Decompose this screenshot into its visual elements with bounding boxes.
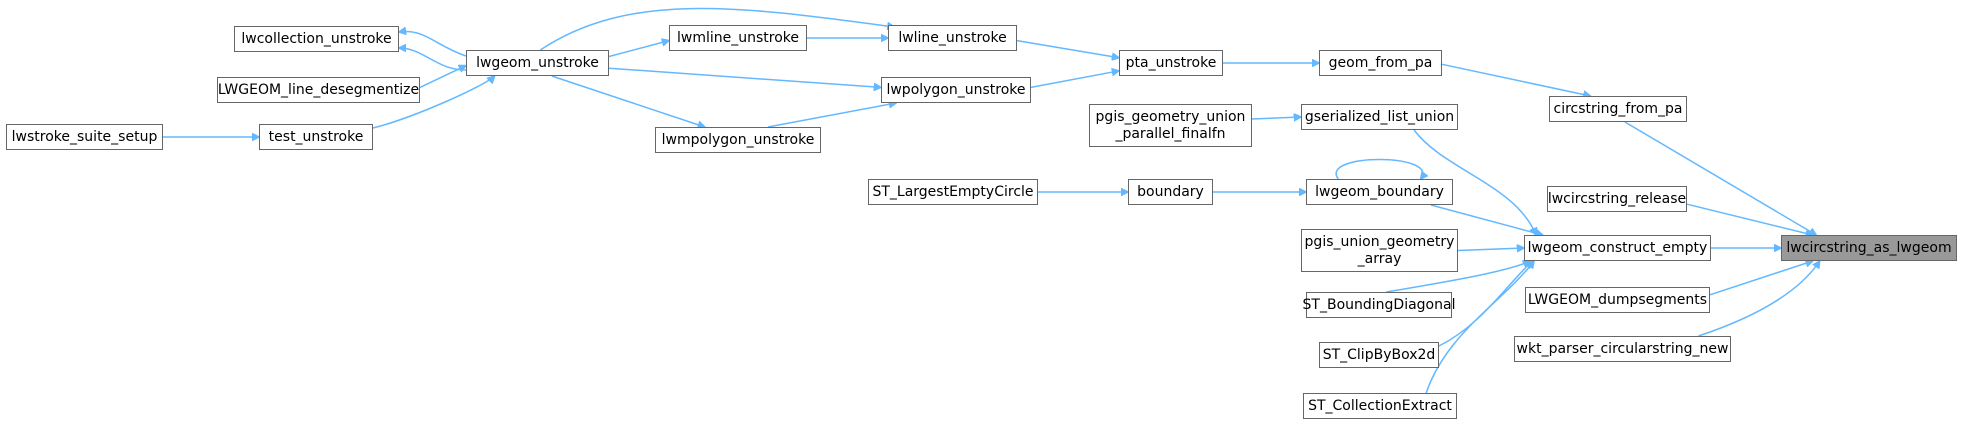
node-label-line: _array [1357, 250, 1402, 267]
edge-lwmpolygon-unstroke-to-lwpolygon-unstroke [767, 103, 896, 128]
node-label-line: ST_CollectionExtract [1308, 397, 1452, 414]
node-st-largestemptycircle[interactable]: ST_LargestEmptyCircle [868, 179, 1038, 205]
node-label-line: lwcollection_unstroke [241, 30, 392, 47]
node-label-line: LWGEOM_dumpsegments [1527, 291, 1708, 308]
edge-lwcollection-unstroke-to-lwgeom-unstroke [399, 31, 467, 57]
node-test-unstroke[interactable]: test_unstroke [259, 124, 373, 150]
node-gserialized-list-union[interactable]: gserialized_list_union [1301, 104, 1458, 130]
edge-lwgeom-unstroke-to-lwline-unstroke [539, 7, 894, 51]
node-lwmline-unstroke[interactable]: lwmline_unstroke [669, 25, 807, 51]
node-label-line: pgis_union_geometry [1304, 233, 1455, 250]
node-label-line: boundary [1137, 183, 1204, 200]
node-boundary[interactable]: boundary [1128, 179, 1213, 205]
edge-lwgeom-boundary-to-lwgeom-construct-empty [1430, 204, 1543, 235]
node-geom-from-pa[interactable]: geom_from_pa [1319, 50, 1442, 76]
edge-lwgeom-unstroke-to-lwmpolygon-unstroke [551, 75, 705, 127]
node-label-line: lwpolygon_unstroke [886, 81, 1026, 98]
node-lwgeom-dumpsegments[interactable]: LWGEOM_dumpsegments [1525, 287, 1710, 313]
edge-pgis-geometry-union-parallel-finalfn-to-gserialized-list-union [1251, 117, 1301, 119]
edge-lwgeom-line-desegmentize-to-lwgeom-unstroke [419, 66, 466, 89]
node-label-line: lwline_unstroke [898, 29, 1007, 46]
node-circstring-from-pa[interactable]: circstring_from_pa [1549, 96, 1687, 122]
node-lwgeom-construct-empty[interactable]: lwgeom_construct_empty [1524, 235, 1711, 261]
node-label-line: geom_from_pa [1328, 54, 1433, 71]
edge-lwpolygon-unstroke-to-pta-unstroke [1030, 71, 1119, 89]
edge-circstring-from-pa-to-lwcircstring-as-lwgeom [1624, 121, 1816, 235]
edge-gserialized-list-union-to-lwgeom-construct-empty [1413, 129, 1536, 235]
node-label-line: ST_LargestEmptyCircle [872, 183, 1034, 200]
node-lwgeom-unstroke[interactable]: lwgeom_unstroke [466, 50, 609, 76]
node-label-line: lwmline_unstroke [676, 29, 799, 46]
node-st-clipbybox2d[interactable]: ST_ClipByBox2d [1319, 342, 1439, 368]
edge-geom-from-pa-to-circstring-from-pa [1441, 63, 1590, 96]
node-label-line: wkt_parser_circularstring_new [1516, 340, 1729, 357]
edge-wkt-parser-circularstring-new-to-lwcircstring-as-lwgeom [1698, 261, 1819, 337]
node-lwpolygon-unstroke[interactable]: lwpolygon_unstroke [881, 77, 1031, 103]
node-label-line: test_unstroke [268, 128, 364, 145]
edge-st-boundingdiagonal-to-lwgeom-construct-empty [1386, 261, 1530, 293]
node-label-line: lwgeom_unstroke [476, 54, 599, 71]
node-lwgeom-line-desegmentize[interactable]: LWGEOM_line_desegmentize [217, 77, 420, 103]
node-label-line: pgis_geometry_union [1095, 108, 1246, 125]
node-lwcircstring-as-lwgeom: lwcircstring_as_lwgeom [1781, 235, 1957, 261]
edge-lwgeom-unstroke-to-lwmline-unstroke [608, 41, 669, 58]
node-pgis-union-geometry-array[interactable]: pgis_union_geometry_array [1301, 229, 1458, 272]
edge-lwgeom-boundary-to-lwgeom-boundary [1335, 158, 1423, 180]
edge-lwcircstring-release-to-lwcircstring-as-lwgeom [1686, 203, 1813, 235]
node-label-line: lwstroke_suite_setup [11, 128, 158, 145]
node-label-line: _parallel_finalfn [1115, 125, 1226, 142]
node-label-line: lwmpolygon_unstroke [661, 131, 815, 148]
node-label-line: ST_ClipByBox2d [1322, 346, 1436, 363]
node-lwmpolygon-unstroke[interactable]: lwmpolygon_unstroke [655, 127, 821, 153]
node-lwline-unstroke[interactable]: lwline_unstroke [888, 25, 1017, 51]
node-lwstroke-suite-setup[interactable]: lwstroke_suite_setup [6, 124, 163, 150]
node-label-line: pta_unstroke [1125, 54, 1217, 71]
edge-lwgeom-unstroke-to-lwpolygon-unstroke [608, 67, 881, 87]
node-label-line: lwcircstring_release [1547, 190, 1687, 207]
node-wkt-parser-circularstring-new[interactable]: wkt_parser_circularstring_new [1514, 336, 1731, 362]
edge-pgis-union-geometry-array-to-lwgeom-construct-empty [1457, 248, 1524, 251]
node-label-line: LWGEOM_line_desegmentize [217, 81, 420, 98]
node-label-line: lwgeom_boundary [1315, 183, 1444, 200]
edge-lwline-unstroke-to-pta-unstroke [1016, 39, 1119, 58]
node-lwgeom-boundary[interactable]: lwgeom_boundary [1306, 179, 1453, 205]
node-lwcollection-unstroke[interactable]: lwcollection_unstroke [234, 26, 399, 52]
node-label-line: gserialized_list_union [1304, 108, 1455, 125]
node-pgis-geometry-union-parallel-finalfn[interactable]: pgis_geometry_union_parallel_finalfn [1089, 104, 1252, 147]
node-label-line: circstring_from_pa [1553, 100, 1683, 117]
node-lwcircstring-release[interactable]: lwcircstring_release [1547, 186, 1687, 212]
edge-st-collectionextract-to-lwgeom-construct-empty [1425, 261, 1534, 394]
edge-test-unstroke-to-lwgeom-unstroke [372, 76, 495, 129]
node-label-line: ST_BoundingDiagonal [1302, 296, 1456, 313]
node-pta-unstroke[interactable]: pta_unstroke [1119, 50, 1223, 76]
node-label-line: lwgeom_construct_empty [1527, 239, 1708, 256]
node-label-line: lwcircstring_as_lwgeom [1786, 239, 1952, 256]
edge-lwgeom-dumpsegments-to-lwcircstring-as-lwgeom [1709, 261, 1813, 296]
node-st-collectionextract[interactable]: ST_CollectionExtract [1303, 393, 1457, 419]
node-st-boundingdiagonal[interactable]: ST_BoundingDiagonal [1303, 292, 1455, 318]
